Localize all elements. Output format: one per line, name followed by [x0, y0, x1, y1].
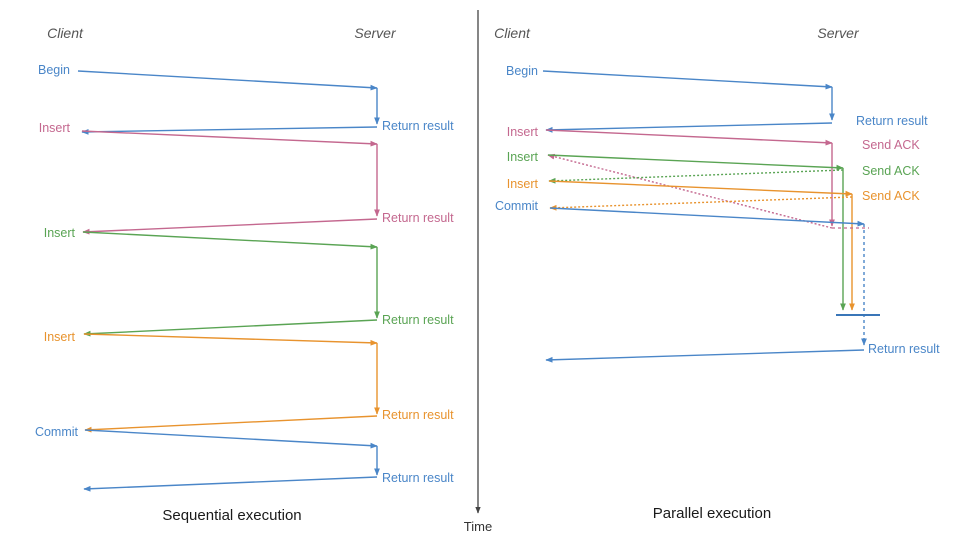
server-message-label-3: Send ACK: [862, 189, 920, 203]
flow-insert-3-async: [548, 180, 855, 311]
flow-insert-1: [81, 130, 380, 235]
client-message-label-4: Commit: [495, 199, 539, 213]
panel-caption-sequential: Sequential execution: [162, 507, 301, 524]
request-arrow: [542, 70, 833, 90]
request-arrow: [84, 429, 378, 449]
client-message-label-3: Insert: [507, 177, 539, 191]
flow-begin-transaction: [542, 70, 835, 133]
server-message-label-4: Return result: [868, 342, 940, 356]
flow-commit-transaction: [545, 207, 867, 363]
server-message-label-2: Send ACK: [862, 164, 920, 178]
server-message-label-1: Return result: [382, 211, 454, 225]
server-message-label-1: Send ACK: [862, 138, 920, 152]
client-message-label-2: Insert: [44, 226, 76, 240]
client-message-label-1: Insert: [507, 125, 539, 139]
response-arrow: [547, 153, 833, 229]
flow-begin-transaction: [77, 70, 380, 135]
server-message-label-4: Return result: [382, 471, 454, 485]
flow-insert-2: [82, 231, 380, 337]
server-message-label-0: Return result: [382, 119, 454, 133]
actor-label-server: Server: [817, 25, 860, 41]
response-arrow: [83, 319, 378, 337]
client-message-label-0: Begin: [506, 64, 538, 78]
flow-insert-1-async: [545, 129, 835, 229]
client-message-label-0: Begin: [38, 63, 70, 77]
response-arrow: [549, 196, 853, 211]
request-arrow: [83, 333, 378, 346]
response-arrow: [545, 122, 833, 133]
client-message-label-3: Insert: [44, 330, 76, 344]
request-arrow: [547, 154, 844, 171]
server-message-label-3: Return result: [382, 408, 454, 422]
client-message-label-4: Commit: [35, 425, 79, 439]
flow-insert-3: [83, 333, 380, 433]
time-axis-label: Time: [464, 519, 492, 534]
response-arrow: [84, 415, 378, 433]
client-message-label-1: Insert: [39, 121, 71, 135]
response-arrow: [548, 169, 844, 184]
response-arrow: [545, 349, 865, 363]
time-axis-layer: Time: [464, 10, 492, 534]
actor-label-client: Client: [47, 25, 84, 41]
request-arrow: [81, 130, 378, 147]
request-arrow: [82, 231, 378, 250]
response-arrow: [83, 476, 378, 492]
client-message-label-2: Insert: [507, 150, 539, 164]
actor-label-client: Client: [494, 25, 531, 41]
request-arrow: [549, 207, 865, 227]
server-message-label-2: Return result: [382, 313, 454, 327]
request-arrow: [77, 70, 378, 91]
flow-insert-2-async: [547, 154, 846, 311]
response-arrow: [81, 126, 378, 135]
actor-label-server: Server: [354, 25, 397, 41]
flow-commit-transaction: [83, 429, 380, 492]
request-arrow: [548, 180, 853, 197]
request-arrow: [545, 129, 833, 146]
panel-caption-parallel: Parallel execution: [653, 505, 771, 522]
response-arrow: [82, 218, 378, 235]
server-message-label-0: Return result: [856, 114, 928, 128]
